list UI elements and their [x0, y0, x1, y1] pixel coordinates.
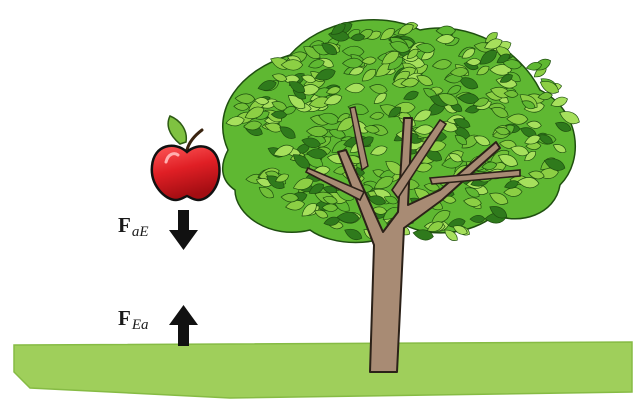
force-arrow-down-icon	[169, 210, 198, 250]
force-label-apple-on-earth: FaE	[118, 215, 149, 236]
force-symbol: F	[118, 306, 131, 330]
force-subscript: Ea	[132, 317, 149, 333]
apple-body	[152, 146, 220, 200]
force-symbol: F	[118, 213, 131, 237]
force-subscript: aE	[132, 224, 149, 240]
apple-leaf	[168, 116, 186, 144]
ground	[14, 342, 632, 398]
force-arrow-up-icon	[169, 305, 198, 346]
force-label-earth-on-apple: FEa	[118, 308, 149, 329]
apple-icon	[152, 116, 220, 200]
